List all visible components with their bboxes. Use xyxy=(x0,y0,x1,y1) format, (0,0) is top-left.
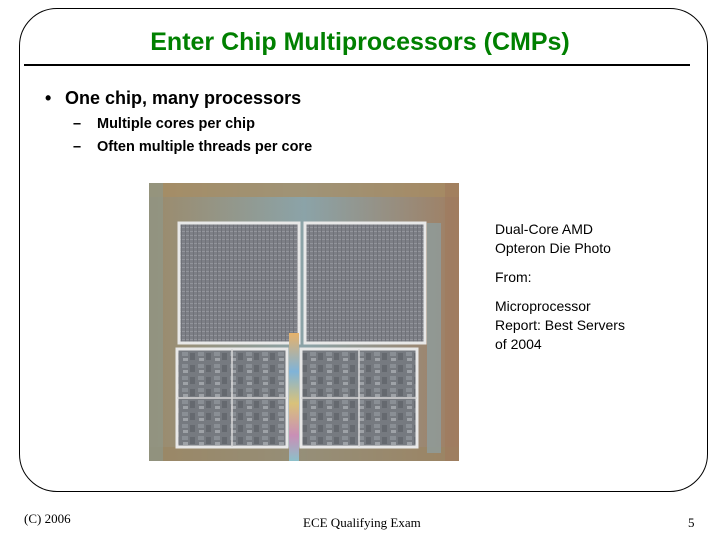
bullet-dot: • xyxy=(45,88,52,108)
caption-line: Microprocessor xyxy=(495,298,591,314)
caption-line: Opteron Die Photo xyxy=(495,240,611,256)
caption-line: Dual-Core AMD xyxy=(495,221,594,237)
sub-bullet: –Multiple cores per chip xyxy=(73,116,255,132)
caption-line: From: xyxy=(495,269,532,285)
slide-frame xyxy=(19,8,708,492)
footer-copyright: (C) 2006 xyxy=(24,511,71,526)
sub-bullet-text: Often multiple threads per core xyxy=(97,139,313,155)
caption-line: of 2004 xyxy=(495,336,542,352)
sub-bullet: –Often multiple threads per core xyxy=(73,139,312,155)
page-number: 5 xyxy=(688,515,695,530)
title-divider xyxy=(24,64,690,66)
die-photo xyxy=(149,183,459,461)
slide-title: Enter Chip Multiprocessors (CMPs) xyxy=(150,28,570,56)
sub-bullet-text: Multiple cores per chip xyxy=(97,116,255,132)
dash-marker: – xyxy=(73,139,82,155)
caption-line: Report: Best Servers xyxy=(495,317,625,333)
main-bullet: • One chip, many processors xyxy=(45,88,301,109)
dash-marker: – xyxy=(73,116,82,132)
main-bullet-text: One chip, many processors xyxy=(65,88,302,108)
footer-center: ECE Qualifying Exam xyxy=(303,515,421,530)
